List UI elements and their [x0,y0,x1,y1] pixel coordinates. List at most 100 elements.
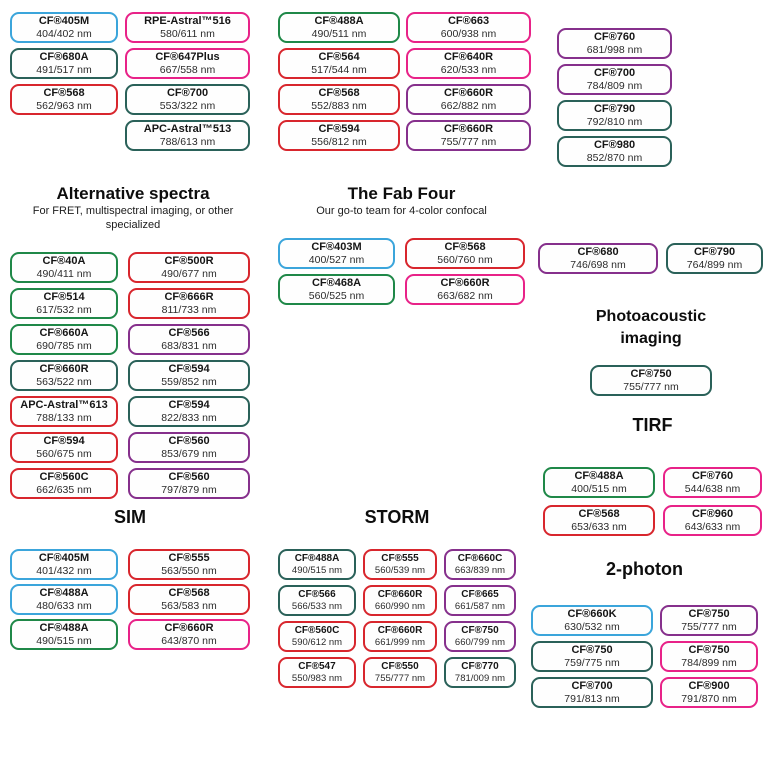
dye-ex-em: 563/550 nm [161,565,217,577]
dye-ex-em: 667/558 nm [159,64,216,76]
dye-name: CF®500R [164,255,214,267]
dye-name: CF®468A [311,277,362,289]
dye-name: CF®547 [298,661,336,672]
dye-name: CF®700 [593,67,636,79]
dye-name: CF®560C [39,471,89,483]
dye-ex-em: 552/883 nm [311,100,367,112]
dye-name: CF®750 [688,608,730,620]
section-title: Photoacoustic imaging [595,308,707,347]
section-fab-four: The Fab Four Our go-to team for 4-color … [278,184,525,305]
dye-ex-em: 617/532 nm [36,304,92,316]
dye-name: CF®660R [443,87,494,99]
dye-ex-em: 404/402 nm [36,28,92,40]
dye-ex-em: 560/525 nm [308,290,365,302]
dye-ex-em: 600/938 nm [440,28,497,40]
dye-name: CF®666R [164,291,214,303]
dye-ex-em: 791/870 nm [681,693,737,705]
dye-name: CF®568 [318,87,360,99]
dye-name: CF®700 [166,87,209,99]
section-title: 2-photon [606,559,683,579]
dye-name: CF®980 [593,139,636,151]
dye-name: CF®403M [311,241,362,253]
dye-name: CF®488A [39,622,89,634]
dye-name: CF®550 [381,661,419,672]
dye-ex-em: 764/899 nm [686,259,743,271]
section-title: TIRF [632,415,673,435]
dye-ex-em: 792/810 nm [586,116,643,128]
dye-ex-em: 690/785 nm [36,340,92,352]
dye-name: CF®660C [457,553,503,564]
dye-name: CF®568 [444,241,486,253]
dye-name: CF®555 [168,552,210,564]
dye-ex-em: 490/515 nm [36,635,92,647]
dye-name: CF®680 [577,246,619,258]
dye-name: CF®660R [440,277,490,289]
dye-ex-em: 797/879 nm [161,484,217,496]
dye-name: CF®760 [691,470,734,482]
dye-ex-em: 681/998 nm [586,44,643,56]
dye-ex-em: 662/882 nm [440,100,497,112]
dye-ex-em: 755/777 nm [440,136,497,148]
dye-name: CF®750 [571,644,613,656]
dye-ex-em: 630/532 nm [564,621,620,633]
dye-ex-em: 781/009 nm [454,673,506,684]
dye-ex-em: 662/635 nm [36,484,92,496]
dye-ex-em: 784/809 nm [586,80,643,92]
dye-name: CF®663 [447,15,490,27]
dye-ex-em: 852/870 nm [586,152,643,164]
dye-ex-em: 544/638 nm [684,483,741,495]
dye-ex-em: 746/698 nm [570,259,626,271]
dye-name: CF®560 [168,471,210,483]
dye-name: CF®560C [294,625,340,636]
dye-name: RPE-Astral™516 [144,15,231,27]
dye-name: CF®900 [688,680,730,692]
dye-name: CF®594 [168,363,210,375]
dye-name: CF®660R [39,363,89,375]
dye-name: CF®594 [43,435,85,447]
dye-name: CF®750 [461,625,499,636]
dye-ex-em: 560/539 nm [374,565,426,576]
dye-name: CF®560 [168,435,210,447]
dye-name: CF®488A [39,587,89,599]
dye-ex-em: 490/677 nm [161,268,217,280]
